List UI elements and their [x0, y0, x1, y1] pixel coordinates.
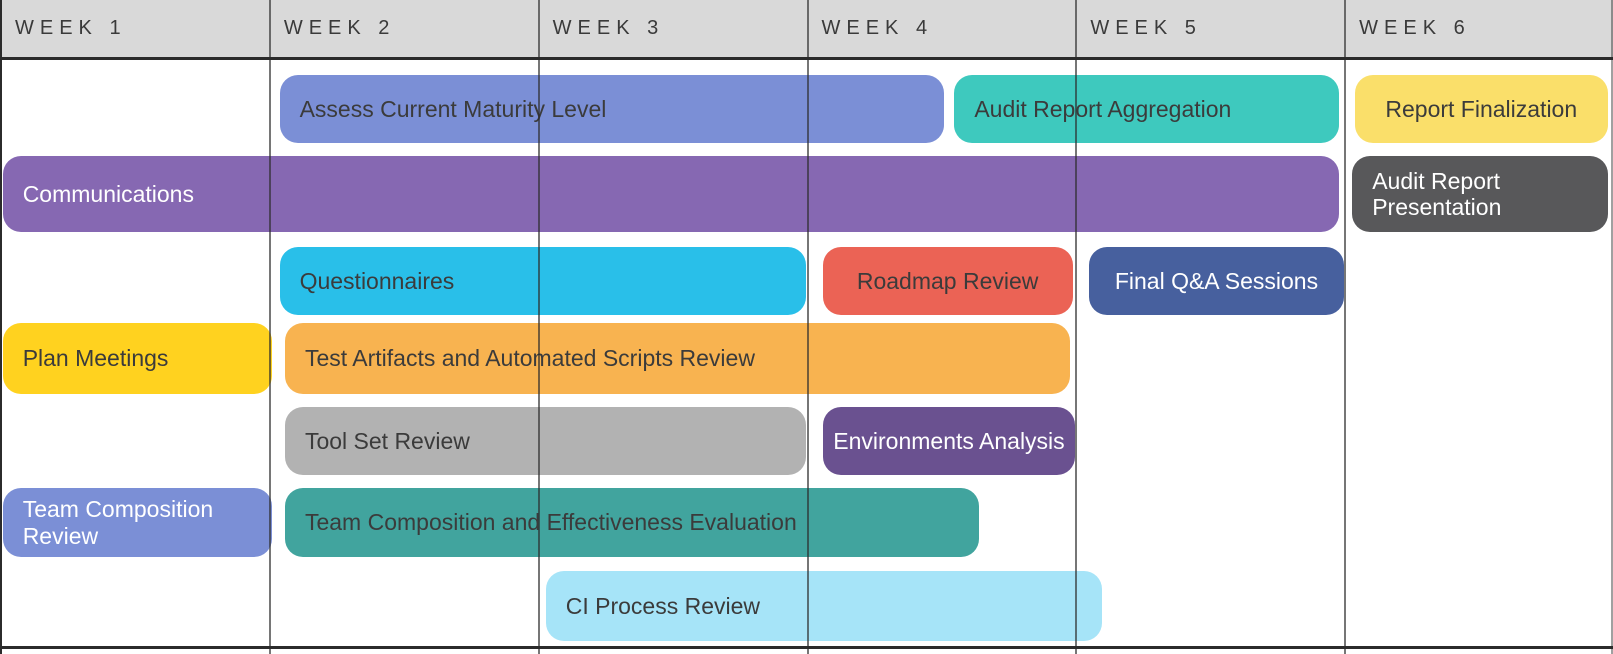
task-label: Assess Current Maturity Level [299, 95, 607, 122]
week-header-label-5: WEEK 5 [1090, 17, 1202, 39]
task-label: Final Q&A Sessions [1114, 267, 1319, 294]
task-label: Tool Set Review [304, 427, 470, 454]
chart-right-border [1611, 0, 1613, 654]
week-gridline-2 [538, 0, 540, 654]
task-label: Team Composition Review [22, 496, 214, 549]
week-header-label-1: WEEK 1 [15, 17, 127, 39]
week-gridline-3 [807, 0, 809, 654]
task-bar-roadmap-review: Roadmap Review [822, 247, 1073, 315]
task-bar-assess-current-maturity-level: Assess Current Maturity Level [279, 75, 944, 143]
week-gridline-5 [1344, 0, 1346, 654]
task-label: Questionnaires [299, 267, 455, 294]
task-bar-environments-analysis: Environments Analysis [822, 407, 1076, 475]
week-header-label-2: WEEK 2 [283, 17, 396, 39]
task-bar-plan-meetings: Plan Meetings [2, 323, 272, 394]
header-bottom-border [0, 57, 1613, 60]
task-label: Test Artifacts and Automated Scripts Rev… [304, 345, 755, 372]
week-gridline-1 [269, 0, 271, 654]
task-bar-ci-process-review: CI Process Review [545, 571, 1103, 641]
task-label: Plan Meetings [22, 345, 169, 372]
task-bar-communications: Communications [2, 156, 1339, 232]
task-bar-team-composition-and-effectiveness-evaluation: Team Composition and Effectiveness Evalu… [284, 488, 979, 557]
task-label: Audit Report Aggregation [974, 95, 1232, 122]
task-label: Roadmap Review [856, 267, 1039, 294]
chart-left-border [0, 0, 2, 654]
task-label: Environments Analysis [833, 427, 1065, 454]
week-gridline-4 [1075, 0, 1077, 654]
task-bar-team-composition-review: Team Composition Review [2, 488, 272, 557]
task-bar-audit-report-aggregation: Audit Report Aggregation [954, 75, 1339, 143]
task-label: Communications [22, 180, 194, 207]
task-bar-test-artifacts-and-automated-scripts-review: Test Artifacts and Automated Scripts Rev… [284, 323, 1070, 394]
task-label: Audit Report Presentation [1372, 167, 1502, 220]
task-label: Team Composition and Effectiveness Evalu… [304, 509, 797, 536]
week-header-label-6: WEEK 6 [1359, 17, 1471, 39]
chart-bottom-border [0, 646, 1613, 649]
week-header-label-3: WEEK 3 [552, 17, 665, 39]
task-label: Report Finalization [1385, 95, 1578, 122]
task-bar-questionnaires: Questionnaires [279, 247, 807, 315]
task-bar-tool-set-review: Tool Set Review [284, 407, 807, 475]
task-bar-final-q-a-sessions: Final Q&A Sessions [1088, 247, 1345, 315]
task-bar-audit-report-presentation: Audit Report Presentation [1352, 156, 1608, 232]
task-label: CI Process Review [565, 592, 760, 619]
week-header-label-4: WEEK 4 [821, 17, 934, 39]
task-bar-report-finalization: Report Finalization [1354, 75, 1608, 143]
